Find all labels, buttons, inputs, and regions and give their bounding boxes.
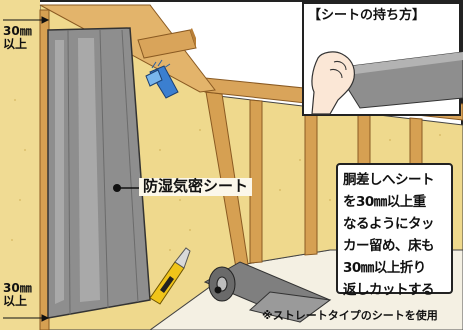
cutter-knife-icon xyxy=(149,247,191,305)
sheet-fold-lines xyxy=(67,29,139,316)
instruction-line: 30㎜以上折り xyxy=(343,260,426,276)
instruction-line: を30㎜以上重 xyxy=(343,194,426,210)
footnote: ※ストレートタイプのシートを使用 xyxy=(262,309,438,322)
top-overlap-value: 30㎜ xyxy=(3,24,32,38)
left-edge-wall xyxy=(0,0,40,330)
top-overlap-dimension xyxy=(3,16,50,24)
bottom-overlap-label: 30㎜ 以上 xyxy=(3,282,32,307)
top-overlap-label: 30㎜ 以上 xyxy=(3,25,32,50)
sheet-leader xyxy=(113,184,142,192)
instruction-line: カー留め、床も xyxy=(343,238,435,254)
roll-leader xyxy=(214,286,222,294)
instruction-line: 返しカットする xyxy=(343,282,435,298)
sheet-label: 防湿気密シート xyxy=(139,178,253,196)
instruction-line: 胴差しへシート xyxy=(343,172,435,188)
bottom-overlap-value: 30㎜ xyxy=(3,281,32,295)
instruction-line: なるようにタッ xyxy=(343,216,435,232)
sheet-roll-icon xyxy=(203,261,332,323)
bottom-overlap-dimension xyxy=(3,314,50,322)
top-overlap-suffix: 以上 xyxy=(3,36,28,51)
stapler-icon xyxy=(145,59,179,99)
inset-title: 【シートの持ち方】 xyxy=(308,8,426,23)
instruction-box: 胴差しへシート を30㎜以上重 なるようにタッ カー留め、床も 30㎜以上折り … xyxy=(336,163,453,298)
vapor-barrier-sheet xyxy=(47,27,151,319)
bottom-overlap-suffix: 以上 xyxy=(3,293,28,308)
hand-icon xyxy=(311,51,355,115)
